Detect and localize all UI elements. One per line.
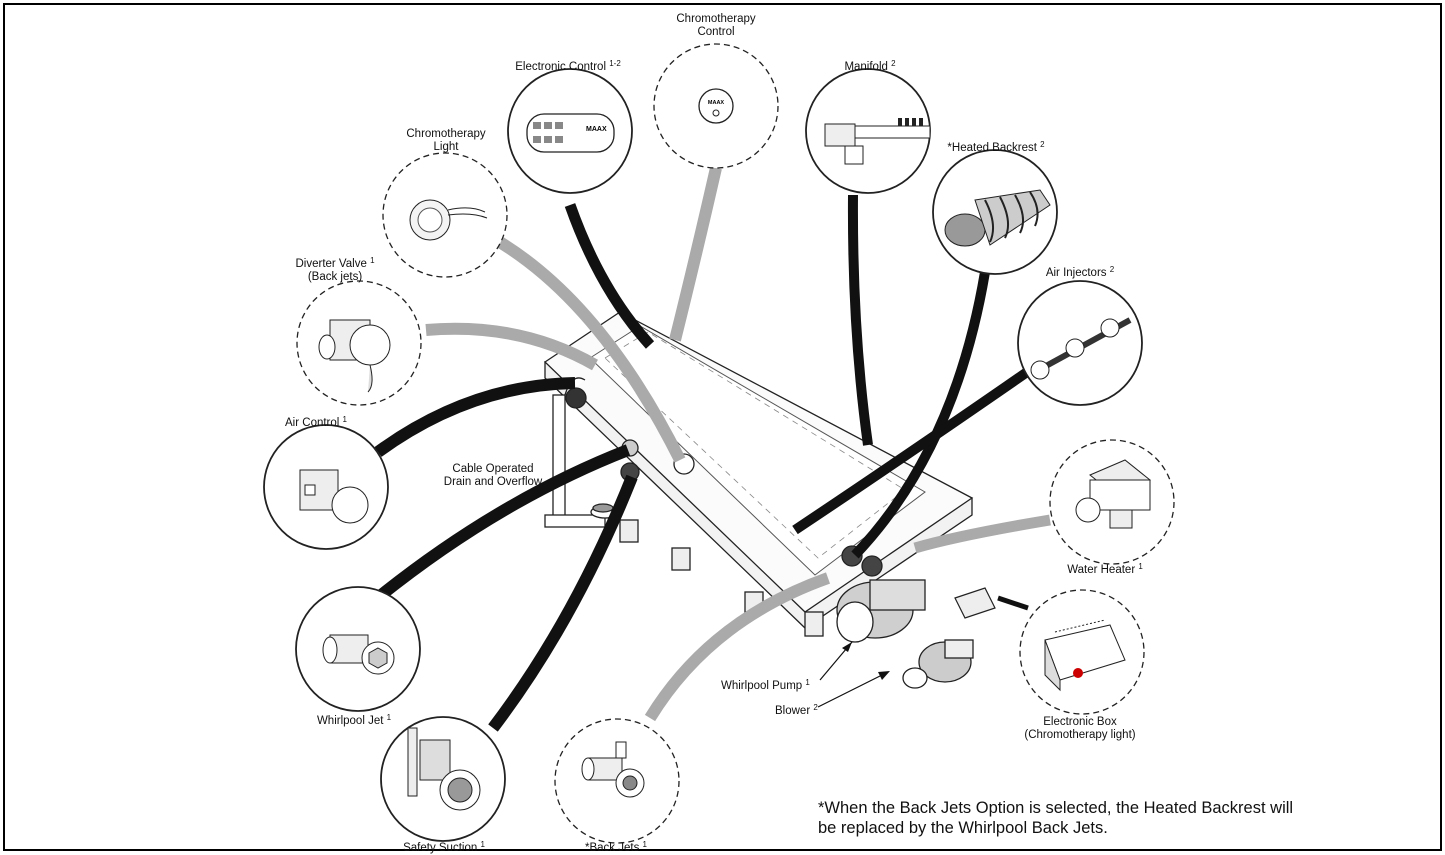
label-heated-backrest: *Heated Backrest 2 — [947, 138, 1044, 155]
callout-chromotherapy-light — [383, 153, 507, 277]
label-water-heater: Water Heater 1 — [1067, 560, 1143, 577]
callout-back-jets — [555, 719, 679, 843]
label-diverter-valve: Diverter Valve 1 (Back jets) — [295, 254, 374, 284]
small-electronic-module — [955, 588, 995, 618]
footnote-line-1: *When the Back Jets Option is selected, … — [818, 798, 1293, 818]
back-jets-footnote: *When the Back Jets Option is selected, … — [818, 798, 1293, 838]
callout-heated-backrest — [933, 150, 1057, 274]
control-logo-text: MAAX — [708, 100, 725, 106]
label-chromotherapy-control: Chromotherapy Control — [676, 13, 755, 39]
label-air-injectors: Air Injectors 2 — [1046, 263, 1114, 280]
label-air-control: Air Control 1 — [285, 413, 347, 430]
callout-water-heater — [1050, 440, 1174, 564]
label-whirlpool-jet: Whirlpool Jet 1 — [317, 711, 391, 728]
pump-assembly — [837, 546, 925, 642]
callout-air-injectors — [1018, 281, 1142, 405]
label-drain-overflow: Cable Operated Drain and Overflow — [444, 463, 542, 489]
label-whirlpool-pump: Whirlpool Pump 1 — [721, 676, 810, 693]
callout-manifold — [806, 69, 930, 193]
label-blower: Blower 2 — [775, 701, 818, 718]
label-back-jets: *Back Jets 1 — [585, 838, 647, 855]
panel-logo-text: MAAX — [586, 126, 607, 133]
callout-electronic-control: MAAX — [508, 69, 632, 193]
label-electronic-control: Electronic Control 1-2 — [515, 57, 621, 74]
label-chromotherapy-light: Chromotherapy Light — [406, 128, 485, 154]
label-safety-suction: Safety Suction 1 — [403, 838, 485, 855]
callout-air-control — [264, 425, 388, 549]
label-electronic-box: Electronic Box (Chromotherapy light) — [1024, 716, 1135, 742]
footnote-line-2: be replaced by the Whirlpool Back Jets. — [818, 818, 1293, 838]
callout-whirlpool-jet — [296, 587, 420, 711]
callout-electronic-box — [1020, 590, 1144, 714]
callout-safety-suction — [381, 717, 505, 841]
label-manifold: Manifold 2 — [844, 57, 895, 74]
blower-unit — [903, 640, 973, 688]
callout-chromotherapy-control: MAAX — [654, 44, 778, 168]
callout-diverter-valve — [297, 281, 421, 405]
